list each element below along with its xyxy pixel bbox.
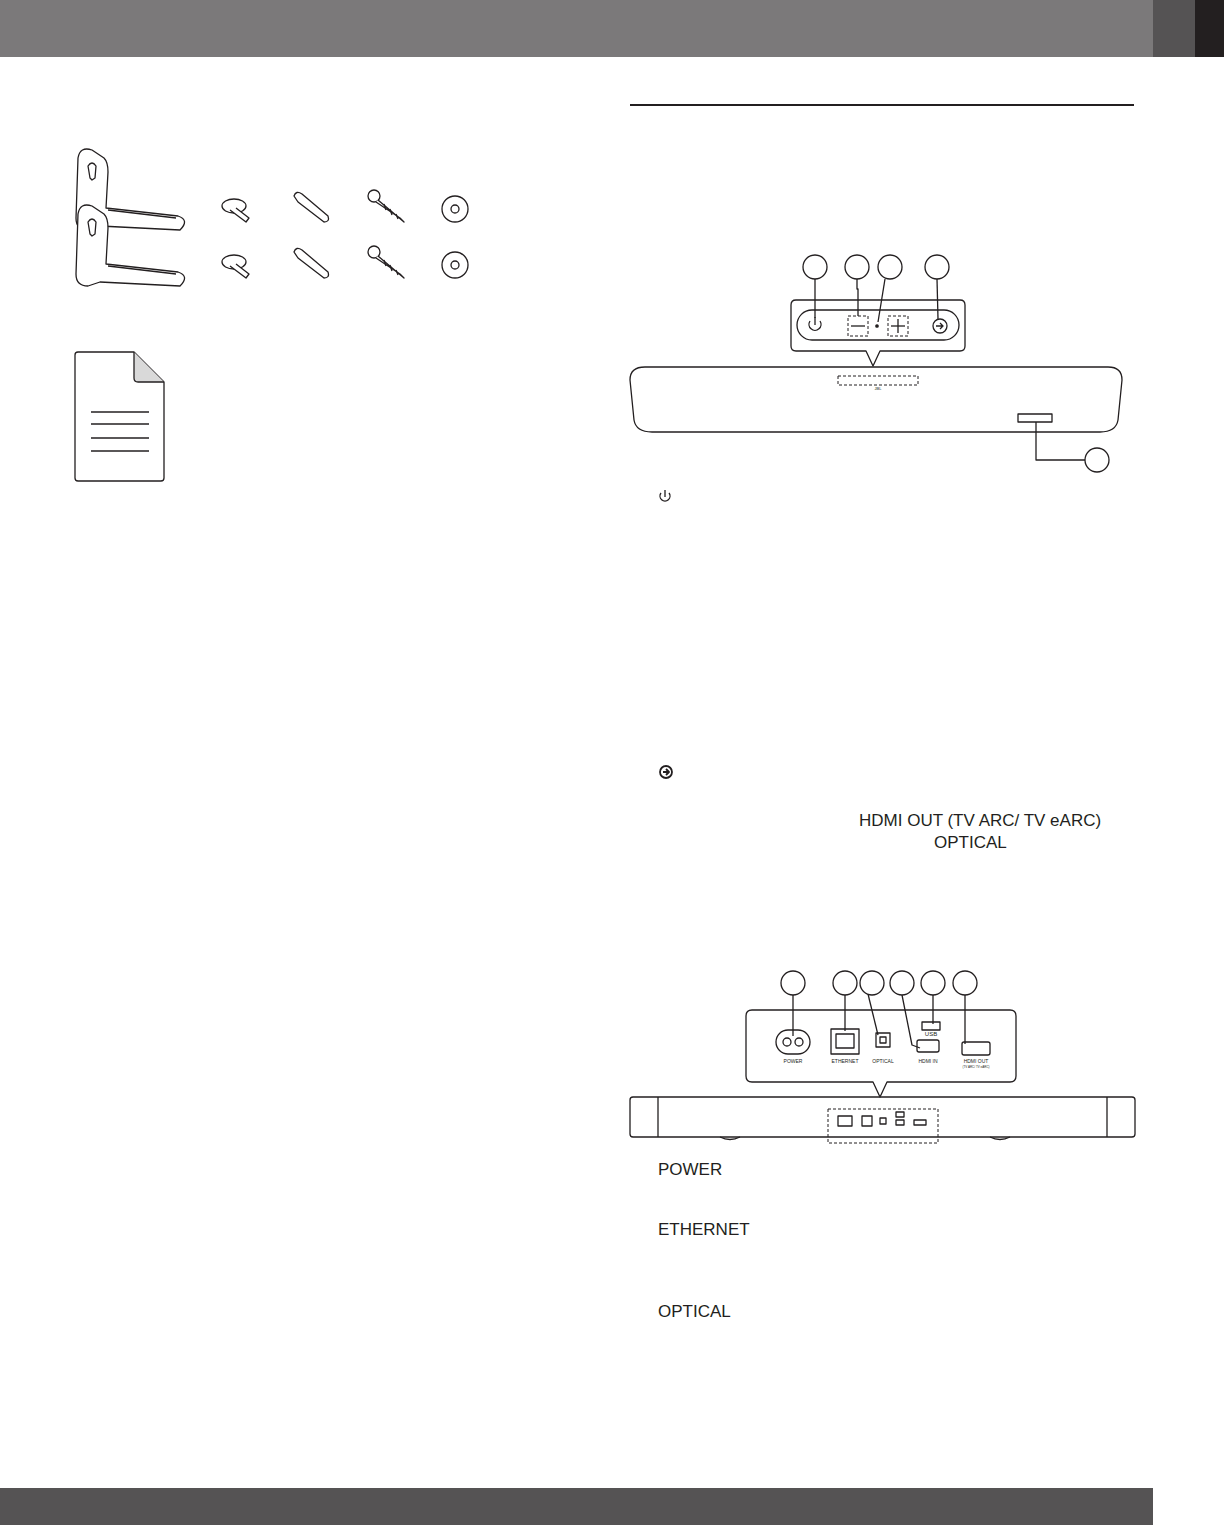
wood-screw [368,246,404,278]
port-label: OPTICAL [872,1059,893,1064]
port-label: HDMI IN [918,1059,937,1064]
callout-circle [803,255,1109,472]
soundbar-rear [630,1097,1135,1143]
thumb-screw [222,255,249,278]
wall-anchor [294,192,329,222]
thumb-screw [222,199,249,222]
source-symbol [660,766,672,778]
callout-panel [746,1010,1016,1097]
port-label: HDMI OUT [964,1059,989,1064]
washer [442,196,468,222]
callout-leaders [793,994,965,1048]
term-heading: HDMI OUT (TV ARC/ TV eARC) [859,812,1101,829]
wood-screw [368,190,404,222]
port-label: ETHERNET [832,1059,859,1064]
footer-bar [0,1488,1153,1525]
brand-mark: JBL [875,387,882,391]
callout-circle [781,971,977,995]
section-rule [630,104,1134,106]
callout-panel [791,300,965,366]
header-bar [0,0,1224,57]
term-heading: OPTICAL [934,834,1007,851]
rear-ports [776,1022,990,1055]
top-buttons [797,310,959,340]
wall-anchor [294,248,329,278]
header-tab [1195,0,1224,57]
washer [442,252,468,278]
callout-leaders [815,279,1085,460]
term-heading: OPTICAL [658,1303,731,1320]
document-icon [75,352,164,481]
wall-bracket [76,205,185,286]
power-symbol [660,490,670,501]
term-heading: ETHERNET [658,1221,750,1238]
soundbar-front [630,367,1122,432]
term-heading: POWER [658,1161,722,1178]
port-label: POWER [784,1059,803,1064]
header-tab [1153,0,1195,57]
port-sublabel: (TV ARC/ TV eARC) [962,1066,989,1069]
port-label: USB [925,1031,937,1037]
